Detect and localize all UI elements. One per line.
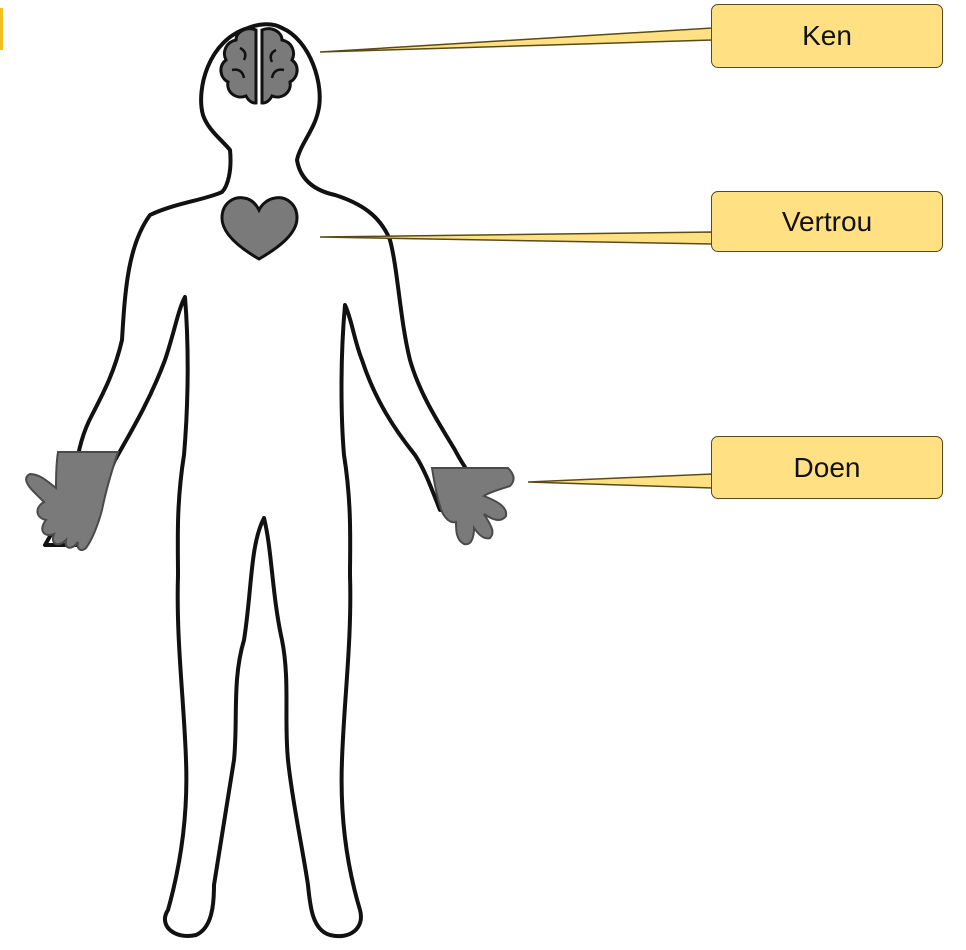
- right-hand-icon: [432, 468, 514, 544]
- label-doen: Doen: [711, 436, 943, 499]
- label-vertrou: Vertrou: [711, 191, 943, 252]
- body-outline: [45, 24, 492, 936]
- label-ken: Ken: [711, 4, 943, 68]
- pointer-doen: [528, 474, 712, 488]
- left-hand-icon: [26, 452, 118, 550]
- pointer-ken: [320, 28, 712, 52]
